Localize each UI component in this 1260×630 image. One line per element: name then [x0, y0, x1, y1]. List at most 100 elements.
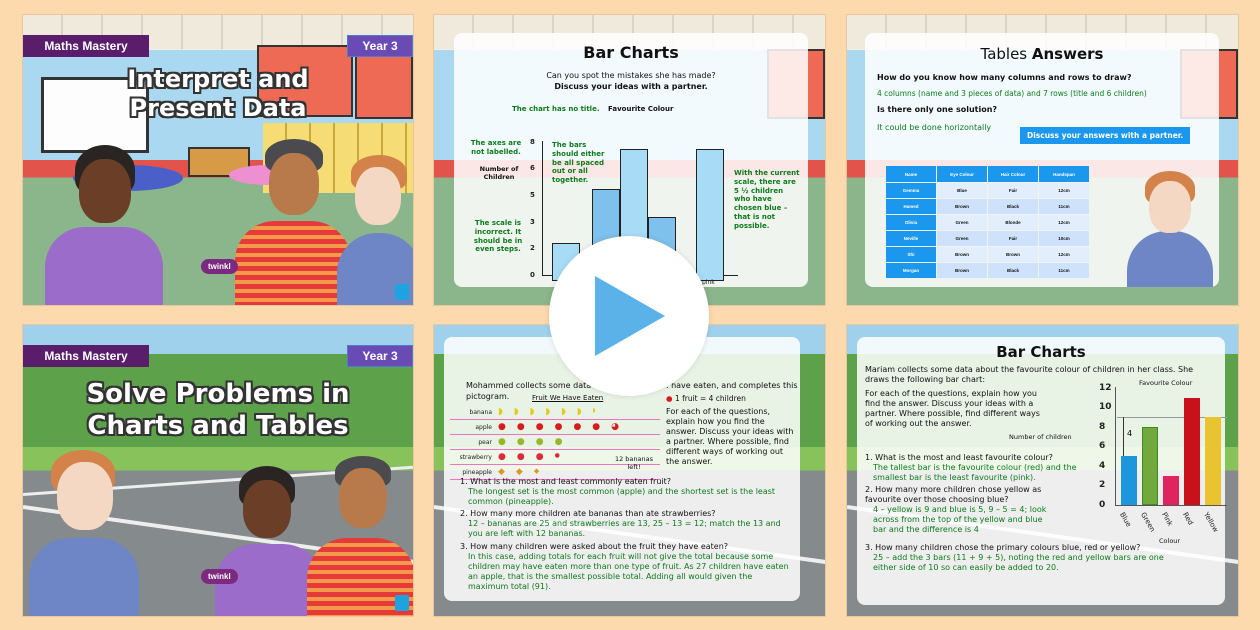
- slide-thumbnail-3[interactable]: Tables Answers How do you know how many …: [846, 14, 1239, 306]
- title-line-1: Interpret and: [127, 65, 309, 93]
- title-line-1: Solve Problems in: [86, 379, 350, 409]
- intro-text: Mohammed collects some data a: [466, 381, 599, 390]
- answer-text: The longest set is the most common (appl…: [468, 487, 776, 506]
- character-girl-stars: [1127, 171, 1213, 287]
- cell-name: Olivia: [886, 215, 936, 230]
- pineapple-icons: ◆◆◆: [498, 467, 540, 477]
- twinkl-logo: twinkl: [201, 569, 238, 584]
- intro-text-line2: pictogram.: [466, 392, 510, 401]
- question-3: 3. How many children chose the primary c…: [865, 543, 1165, 573]
- cell: 12cm: [1039, 215, 1089, 230]
- panel-title: Tables Answers: [865, 45, 1219, 63]
- cell-name: Hamed: [886, 199, 936, 214]
- pear-icons: ●●●●: [498, 437, 563, 447]
- apple-icon: ●: [666, 394, 673, 403]
- title-line-2: Charts and Tables: [87, 410, 349, 441]
- note-axes: The axes are not labelled.: [470, 139, 522, 156]
- column-header: Eye Colour: [937, 166, 987, 182]
- answer-1: 4 columns (name and 3 pieces of data) an…: [877, 89, 1147, 98]
- question-2: Is there only one solution?: [877, 105, 998, 114]
- chart-title: Favourite Colour: [608, 105, 674, 113]
- slide-thumbnail-6[interactable]: Bar Charts Mariam collects some data abo…: [846, 324, 1239, 617]
- table-row: Neville Green Fair 10cm: [886, 231, 1089, 246]
- question-text: 2. How many more children chose yellow a…: [865, 485, 1042, 504]
- cell: Fair: [988, 183, 1038, 198]
- note-no-title: The chart has no title.: [512, 105, 600, 113]
- cell-name: Shi: [886, 247, 936, 262]
- note-scale: The scale is incorrect. It should be in …: [473, 219, 523, 254]
- answer-text: 25 – add the 3 bars (11 + 9 + 5), noting…: [873, 553, 1164, 572]
- data-table: Name Eye Colour Hair Colour Handspan Gem…: [885, 165, 1090, 279]
- year-badge: Year 3: [347, 345, 413, 367]
- maths-mastery-badge: Maths Mastery: [23, 345, 149, 367]
- panel-title: Bar Charts: [996, 343, 1086, 361]
- apple-icons: ●●●●●●◕: [498, 422, 620, 432]
- pictogram-row: apple ●●●●●●◕: [450, 420, 660, 435]
- cell: 10cm: [1039, 231, 1089, 246]
- cell: Brown: [937, 263, 987, 278]
- note-bars-spacing: The bars should either be all spaced out…: [552, 141, 605, 184]
- row-label: pineapple: [462, 468, 492, 476]
- play-icon: [595, 276, 665, 356]
- play-button[interactable]: [549, 236, 709, 396]
- intro-text: Mariam collects some data about the favo…: [865, 365, 1194, 384]
- chart-title: Favourite Colour: [1139, 379, 1193, 387]
- character-girl-stars: [331, 155, 413, 305]
- column-header: Hair Colour: [988, 166, 1038, 182]
- content-panel: Bar Charts Mariam collects some data abo…: [857, 337, 1227, 605]
- row-label: apple: [475, 423, 492, 431]
- column-header: Name: [886, 166, 936, 182]
- column-header: Handspan: [1039, 166, 1089, 182]
- corner-logo-icon: [395, 595, 409, 611]
- cell: Green: [937, 231, 987, 246]
- slide-thumbnail-1[interactable]: Maths Mastery Year 3 Interpret and Prese…: [22, 14, 414, 306]
- note-half-child: With the current scale, there are 5 ½ ch…: [734, 169, 800, 230]
- intro-text-right: . have eaten, and completes this: [666, 381, 798, 390]
- table-row: Shi Brown Brown 12cm: [886, 247, 1089, 262]
- prompt-bold: Discuss your ideas with a partner.: [554, 82, 708, 91]
- character-boy-striped: [305, 456, 413, 616]
- pictogram-title: Fruit We Have Eaten: [532, 394, 604, 402]
- table-header-row: Name Eye Colour Hair Colour Handspan: [886, 166, 1089, 182]
- question-1: How do you know how many columns and row…: [877, 73, 1132, 82]
- question-text: 1. What is the most and least favourite …: [865, 453, 1053, 462]
- cell: 11cm: [1039, 263, 1089, 278]
- display-board: [257, 45, 353, 117]
- question-1: 1. What is the most and least commonly e…: [460, 477, 790, 507]
- character-girl-stars: [29, 450, 141, 616]
- strawberry-icons: ●●●●: [498, 452, 560, 462]
- table-row: Morgan Brown Black 11cm: [886, 263, 1089, 278]
- slide-thumbnail-4[interactable]: Maths Mastery Year 3 Solve Problems in C…: [22, 324, 414, 617]
- y-tick: 3: [530, 218, 535, 226]
- y-tick: 8: [1099, 422, 1106, 432]
- pictogram-key: ● 1 fruit = 4 children: [666, 394, 746, 403]
- key-text: 1 fruit = 4 children: [674, 394, 746, 403]
- table-row: Gemma Blue Fair 12cm: [886, 183, 1089, 198]
- y-tick: 10: [1099, 402, 1112, 412]
- x-label: Pink: [1160, 511, 1175, 528]
- table-row: Hamed Brown Black 11cm: [886, 199, 1089, 214]
- title-regular: Tables: [980, 45, 1032, 63]
- corner-logo-icon: [395, 284, 409, 300]
- display-board: [355, 49, 413, 119]
- answer-text: 4 – yellow is 9 and blue is 5, 9 – 5 = 4…: [873, 505, 1047, 534]
- y-tick: 12: [1099, 383, 1112, 393]
- cell: Brown: [988, 247, 1038, 262]
- question-text: 1. What is the most and least commonly e…: [460, 477, 671, 486]
- banana-icons: ◗◗◗◗◗◗◗: [498, 407, 596, 417]
- row-label: pear: [478, 438, 492, 446]
- pictogram-row: pear ●●●●: [450, 435, 660, 450]
- pictogram: banana ◗◗◗◗◗◗◗ apple ●●●●●●◕ pear ●●●● s…: [450, 405, 660, 480]
- answer-text: 12 – bananas are 25 and strawberries are…: [468, 519, 781, 538]
- question-3: 3. How many children were asked about th…: [460, 542, 790, 592]
- question-text: 3. How many children chose the primary c…: [865, 543, 1141, 552]
- y-axis-label: Number of Children: [479, 165, 519, 182]
- cell: Black: [988, 199, 1038, 214]
- x-label: Green: [1139, 511, 1157, 534]
- question-2: 2. How many more children chose yellow a…: [865, 485, 1055, 535]
- maths-mastery-badge: Maths Mastery: [23, 35, 149, 57]
- year-badge: Year 3: [347, 35, 413, 57]
- guide-line: [1117, 417, 1227, 418]
- cell: Green: [937, 215, 987, 230]
- x-label: pink: [702, 279, 715, 286]
